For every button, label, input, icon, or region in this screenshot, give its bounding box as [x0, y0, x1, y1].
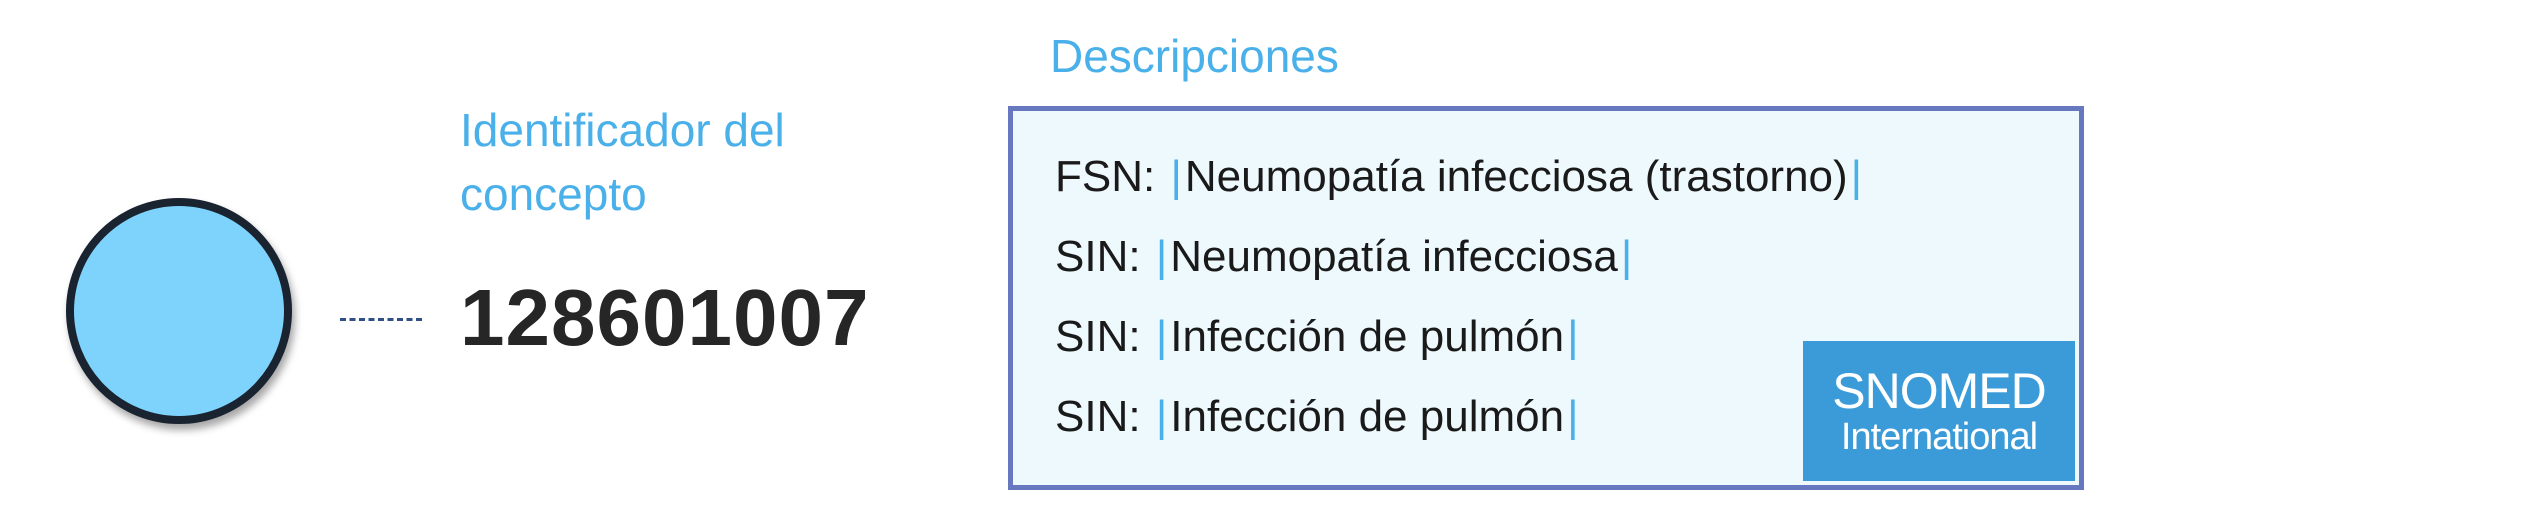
pipe-delimiter: |: [1155, 232, 1168, 281]
pipe-delimiter: |: [1620, 232, 1633, 281]
pipe-delimiter: |: [1170, 152, 1182, 201]
description-synonym: SIN: |Infección de pulmón|: [1055, 309, 1582, 365]
description-fsn: FSN: |Neumopatía infecciosa (trastorno)|: [1055, 149, 1865, 205]
description-term: Infección de pulmón: [1170, 312, 1565, 361]
description-term: Neumopatía infecciosa (trastorno): [1184, 152, 1848, 201]
pipe-delimiter: |: [1155, 312, 1168, 361]
logo-line1: SNOMED: [1832, 363, 2046, 419]
pipe-delimiter: |: [1567, 312, 1579, 361]
description-synonym: SIN: |Neumopatía infecciosa|: [1055, 229, 1635, 285]
dashed-connector: [340, 318, 422, 321]
concept-id-label: Identificador del concepto: [460, 104, 785, 220]
description-type: SIN:: [1055, 312, 1141, 361]
description-synonym: SIN: |Infección de pulmón|: [1055, 389, 1582, 445]
descriptions-title: Descripciones: [1050, 30, 1339, 82]
logo-line2: International: [1840, 416, 2038, 458]
pipe-delimiter: |: [1155, 392, 1168, 441]
pipe-delimiter: |: [1850, 152, 1863, 201]
concept-node-circle: [66, 198, 292, 424]
description-type: FSN:: [1055, 152, 1156, 201]
description-term: Neumopatía infecciosa: [1170, 232, 1618, 281]
description-type: SIN:: [1055, 232, 1141, 281]
description-term: Infección de pulmón: [1170, 392, 1565, 441]
pipe-delimiter: |: [1567, 392, 1579, 441]
concept-id-value: 128601007: [460, 273, 870, 362]
snomed-international-logo: SNOMED International: [1803, 341, 2075, 481]
description-type: SIN:: [1055, 392, 1141, 441]
descriptions-box: FSN: |Neumopatía infecciosa (trastorno)|…: [1008, 106, 2084, 490]
